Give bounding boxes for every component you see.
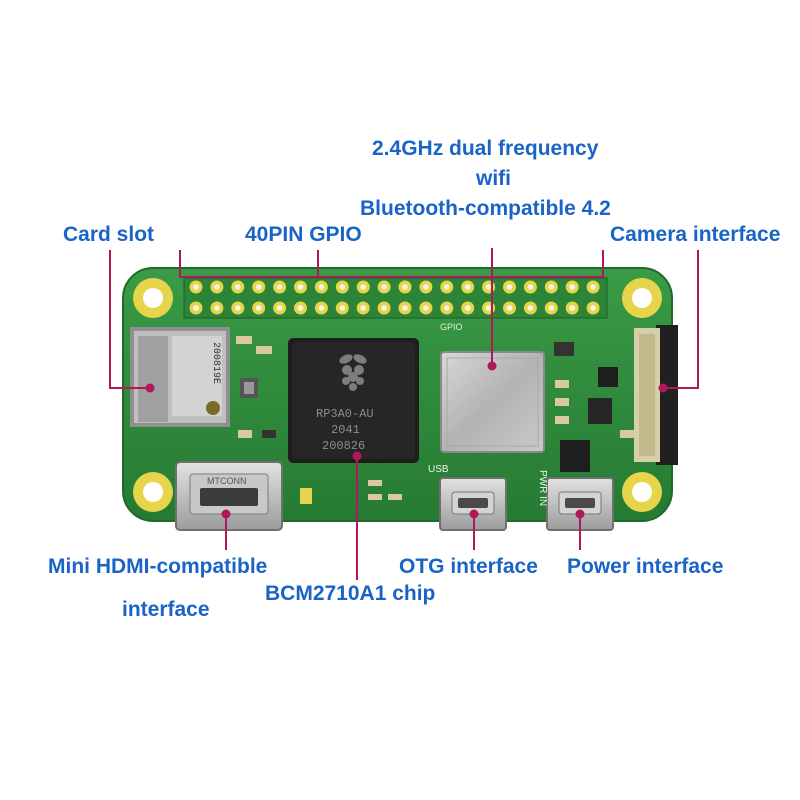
soc-mark-3: 200826 (322, 439, 365, 453)
gpio-pin-hole (527, 284, 534, 290)
gpio-pin-hole (360, 284, 367, 290)
gpio-pin-hole (548, 305, 555, 311)
sd-card-slot: 200819E (130, 327, 230, 427)
gpio-pin-hole (423, 284, 429, 290)
label-hdmi-line1: Mini HDMI-compatible (48, 555, 268, 578)
gpio-pin-hole (339, 284, 346, 290)
gpio-pin-hole (464, 305, 471, 311)
mounting-hole (622, 472, 662, 512)
gpio-pin-hole (318, 284, 325, 290)
gpio-pin-hole (590, 284, 596, 290)
gpio-pin-hole (276, 284, 283, 290)
gpio-pin-hole (235, 284, 241, 290)
gpio-pin-hole (255, 284, 262, 290)
label-gpio: 40PIN GPIO (245, 223, 362, 246)
leader-gpio (179, 250, 604, 278)
gpio-pin-hole (214, 284, 220, 290)
label-chip: BCM2710A1 chip (265, 582, 436, 605)
gpio-pin-hole (193, 305, 199, 311)
label-hdmi-line2: interface (122, 598, 210, 621)
mounting-hole (133, 472, 173, 512)
label-otg: OTG interface (399, 555, 538, 578)
gpio-pin-hole (548, 284, 555, 290)
gpio-pin-hole (255, 305, 262, 311)
gpio-silkscreen: GPIO (440, 322, 463, 332)
leader-camera (663, 250, 699, 389)
gpio-pin-hole (214, 305, 220, 311)
gpio-pin-hole (235, 305, 241, 311)
soc-chip: RP3A0-AU 2041 200826 (288, 338, 419, 463)
gpio-pin-hole (444, 284, 450, 290)
gpio-pin-hole (485, 284, 492, 290)
gpio-pin-hole (297, 284, 304, 290)
gpio-pin-hole (276, 305, 283, 311)
gpio-pin-hole (339, 305, 346, 311)
gpio-pin-hole (464, 284, 471, 290)
gpio-pin-hole (381, 284, 387, 290)
gpio-pin-hole (423, 305, 429, 311)
gpio-pin-hole (402, 284, 408, 290)
gpio-pin-hole (527, 305, 534, 311)
gpio-pin-hole (569, 305, 575, 311)
leader-card-slot (109, 250, 150, 389)
label-wifi-line2: wifi (476, 167, 511, 190)
camera-connector (634, 325, 678, 465)
hdmi-brand-mark: MTCONN (207, 476, 247, 486)
gpio-pin-hole (444, 305, 450, 311)
gpio-pin-hole (485, 305, 492, 311)
pwr-in-silkscreen: PWR IN (537, 470, 548, 506)
mounting-hole (622, 278, 662, 318)
mini-hdmi-port: MTCONN (175, 461, 283, 531)
gpio-pin-hole (360, 305, 367, 311)
label-power: Power interface (567, 555, 724, 578)
gpio-pin-hole (506, 305, 513, 311)
sd-code-mark: 200819E (210, 342, 221, 384)
raspberry-logo (339, 354, 367, 391)
label-camera: Camera interface (610, 223, 781, 246)
soc-mark-1: RP3A0-AU (316, 407, 374, 421)
soc-mark-2: 2041 (331, 423, 360, 437)
otg-usb-port (439, 477, 507, 531)
label-wifi-line3: Bluetooth-compatible 4.2 (360, 197, 611, 220)
leader-lines (109, 248, 699, 580)
label-wifi-line1: 2.4GHz dual frequency (372, 137, 599, 160)
gpio-pin-hole (381, 305, 387, 311)
gpio-header (183, 277, 608, 319)
label-card-slot: Card slot (63, 223, 155, 246)
usb-silkscreen: USB (428, 464, 449, 475)
mounting-hole (133, 278, 173, 318)
gpio-pin-hole (318, 305, 325, 311)
gpio-pin-hole (569, 284, 575, 290)
gpio-pin-hole (506, 284, 513, 290)
gpio-pin-hole (402, 305, 408, 311)
gpio-pin-hole (193, 284, 199, 290)
gpio-pin-hole (297, 305, 304, 311)
gpio-pin-hole (590, 305, 596, 311)
gpio-pins (189, 280, 600, 315)
